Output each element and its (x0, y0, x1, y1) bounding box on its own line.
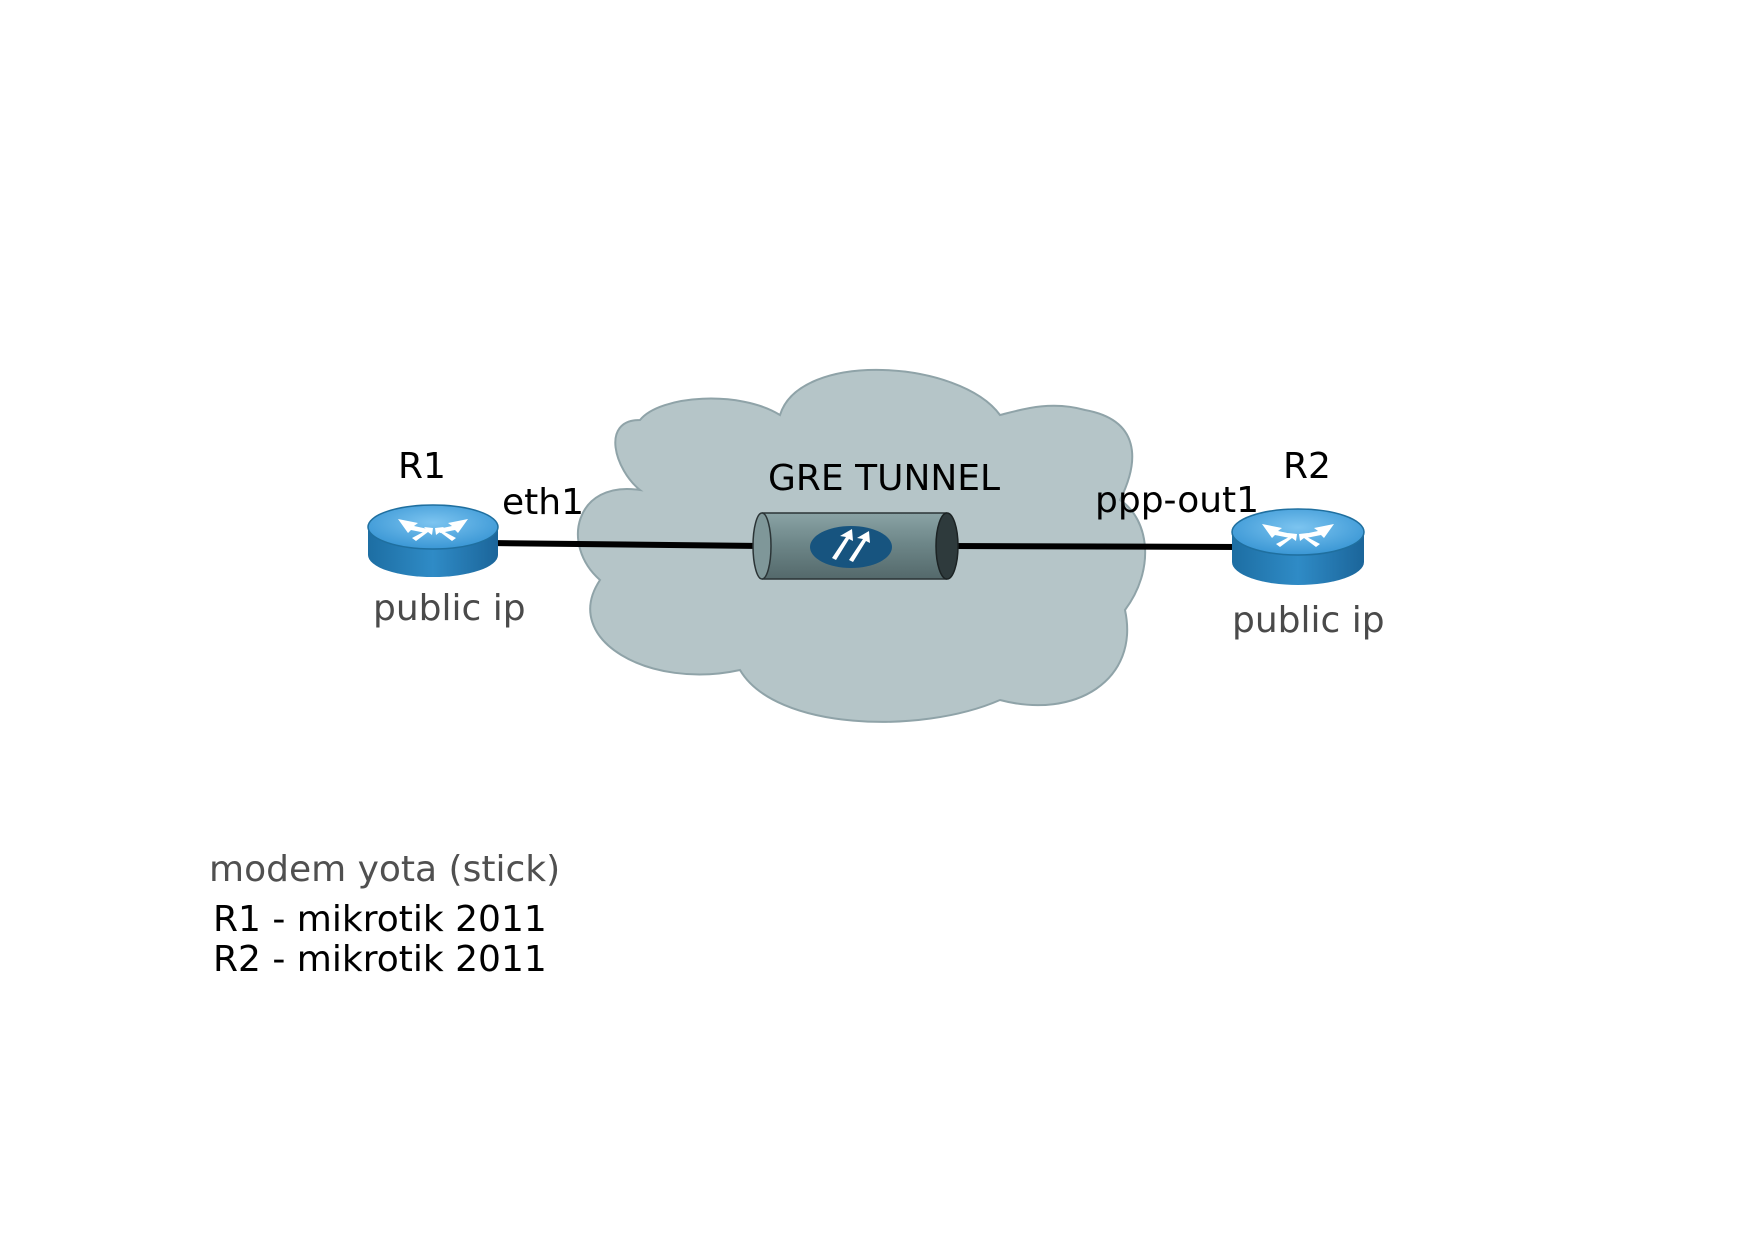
tunnel-arrows-icon (810, 526, 892, 568)
router-r1-ip-label: public ip (373, 588, 526, 629)
tunnel-label: GRE TUNNEL (768, 458, 1000, 499)
link-tunnel-r2 (949, 543, 1241, 550)
gre-tunnel (752, 512, 959, 580)
note-r2: R2 - mikrotik 2011 (213, 939, 547, 980)
router-r2-interface: ppp-out1 (1095, 480, 1259, 521)
note-r1: R1 - mikrotik 2011 (213, 899, 547, 940)
router-r2-name: R2 (1283, 446, 1331, 487)
router-arrows-icon (1262, 524, 1334, 547)
note-modem: modem yota (stick) (209, 849, 560, 890)
router-r1-interface: eth1 (502, 482, 584, 523)
router-arrows-icon (398, 519, 468, 541)
router-r2[interactable] (1231, 508, 1365, 585)
router-r2-ip-label: public ip (1232, 600, 1385, 641)
router-r1[interactable] (367, 504, 499, 577)
router-r1-name: R1 (398, 446, 446, 487)
link-r1-tunnel (489, 540, 763, 549)
